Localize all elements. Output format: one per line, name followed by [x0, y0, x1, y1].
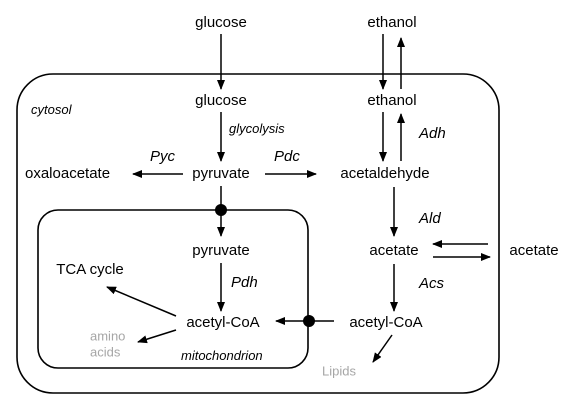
metabolite-pyruvate-cytosol: pyruvate [192, 165, 250, 182]
mitochondrion-label: mitochondrion [181, 348, 263, 363]
metabolite-ethanol-extracellular: ethanol [367, 14, 417, 31]
metabolite-acetate-cytosol: acetate [369, 242, 419, 259]
metabolite-amino-acids-line2: acids [90, 344, 121, 360]
metabolite-tca-cycle: TCA cycle [56, 261, 124, 278]
arrow-to-lipids [372, 334, 393, 363]
enzyme-adh: Adh [419, 125, 446, 142]
metabolite-acetyl-coa-mitochondrion: acetyl-CoA [186, 314, 260, 331]
enzyme-pdh: Pdh [231, 274, 258, 291]
acetyl-coa-transporter [303, 315, 315, 327]
cytosol-compartment [16, 73, 500, 394]
metabolite-acetaldehyde: acetaldehyde [340, 165, 430, 182]
metabolite-oxaloacetate: oxaloacetate [25, 165, 111, 182]
cytosol-label: cytosol [31, 102, 72, 117]
metabolite-pyruvate-mitochondrion: pyruvate [192, 242, 250, 259]
metabolite-amino-acids-line1: amino [90, 328, 126, 344]
metabolite-acetyl-coa-cytosol: acetyl-CoA [349, 314, 423, 331]
metabolite-glucose-cytosol: glucose [195, 92, 247, 109]
enzyme-ald: Ald [419, 210, 441, 227]
arrow-to-tca [106, 286, 177, 317]
pyruvate-transporter [215, 204, 227, 216]
enzyme-pyc: Pyc [150, 148, 176, 165]
enzyme-acs: Acs [419, 275, 445, 292]
metabolite-acetate-extracellular: acetate [509, 242, 559, 259]
metabolite-glucose-extracellular: glucose [195, 14, 247, 31]
metabolite-ethanol-cytosol: ethanol [367, 92, 417, 109]
metabolite-lipids: Lipids [322, 363, 356, 379]
enzyme-pdc: Pdc [274, 148, 300, 165]
process-glycolysis: glycolysis [229, 121, 285, 136]
arrow-to-amino-acids [137, 329, 177, 344]
mitochondrion-compartment [37, 209, 309, 369]
